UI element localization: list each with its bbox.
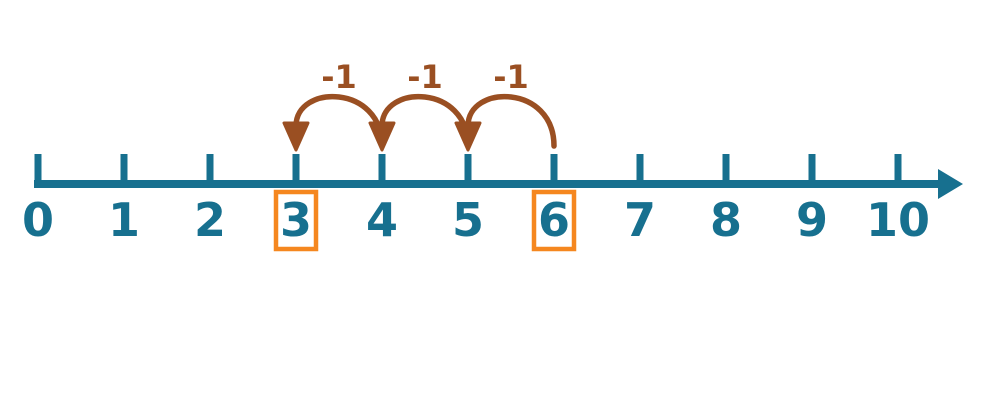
jump-label: -1 <box>321 58 357 96</box>
highlight-box-6 <box>531 189 577 252</box>
jump-arrowhead-icon <box>368 121 396 152</box>
tick-label-3: 3 <box>280 193 312 247</box>
tick-label-9: 9 <box>796 193 828 247</box>
jump-arc <box>379 93 471 149</box>
jump-arrowhead-icon <box>282 121 310 152</box>
axis-arrowhead-icon <box>938 169 963 199</box>
highlight-box-3 <box>273 189 319 252</box>
tick-label-8: 8 <box>710 193 742 247</box>
tick-label-5: 5 <box>452 193 484 247</box>
tick-label-1: 1 <box>108 193 140 247</box>
jump-arc <box>465 93 557 149</box>
tick-label-6: 6 <box>538 193 570 247</box>
jump-6-to-5: -1 <box>454 58 557 152</box>
jump-arc <box>293 93 385 149</box>
tick-label-10: 10 <box>866 193 930 247</box>
tick-label-4: 4 <box>366 193 398 247</box>
tick-label-7: 7 <box>624 193 656 247</box>
jump-5-to-4: -1 <box>368 58 471 152</box>
jump-arrowhead-icon <box>454 121 482 152</box>
tick-label-2: 2 <box>194 193 226 247</box>
jump-4-to-3: -1 <box>282 58 385 152</box>
tick-label-0: 0 <box>22 193 54 247</box>
jump-label: -1 <box>493 58 529 96</box>
jump-label: -1 <box>407 58 443 96</box>
